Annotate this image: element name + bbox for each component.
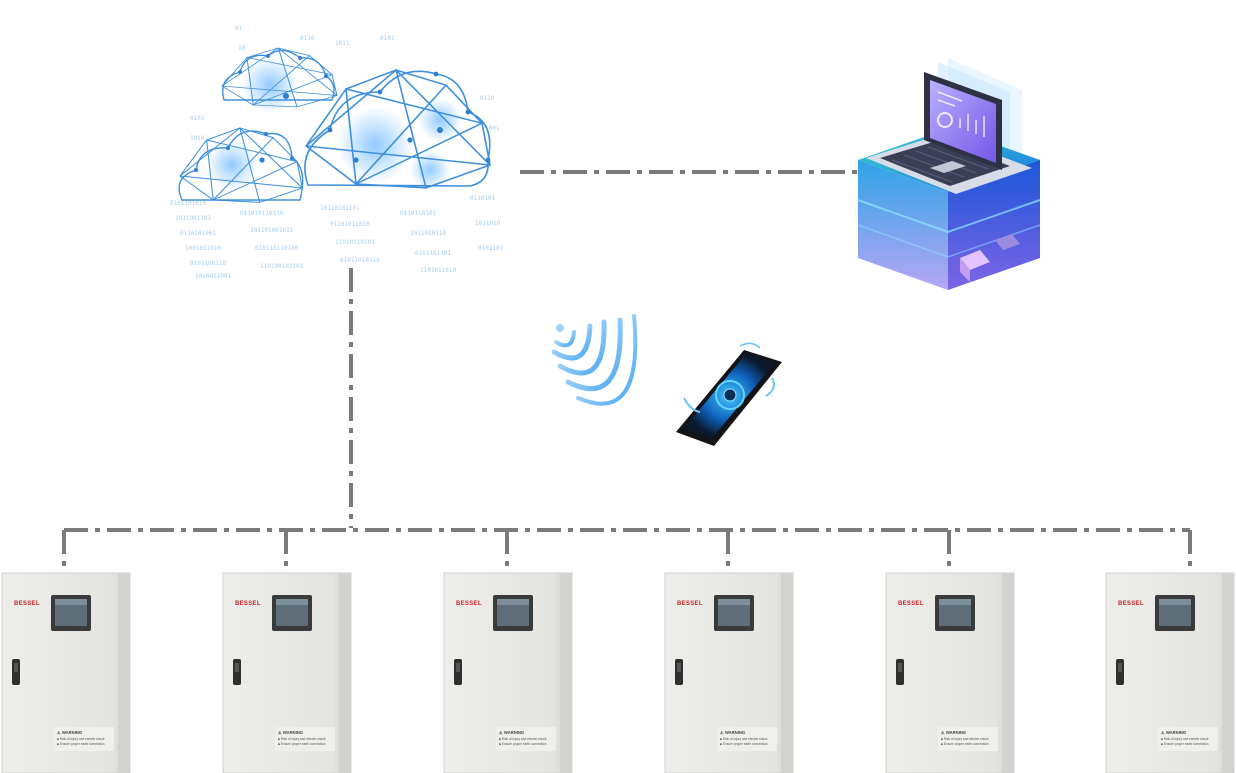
laptop-server-icon (857, 58, 1041, 290)
svg-text:10: 10 (238, 45, 246, 52)
control-cabinet-icon: BESSEL ⚠ WARNING ■ Risk of injury and elec… (664, 572, 794, 773)
svg-text:1011010110: 1011010110 (410, 230, 447, 237)
cabinet-warning-note: ■ Ensure proper earth connection (720, 742, 768, 746)
cabinet-row: BESSEL ⚠ WARNING ■ Risk of injury and elec… (1, 572, 1235, 773)
svg-text:0101: 0101 (190, 115, 205, 122)
svg-text:1011010: 1011010 (475, 220, 501, 227)
cabinet-warning-note: ■ Ensure proper earth connection (1161, 742, 1209, 746)
svg-text:0110: 0110 (480, 95, 495, 102)
svg-text:110100101101: 110100101101 (260, 263, 304, 270)
cabinet-warning-label: ⚠ WARNING (57, 730, 82, 735)
svg-text:010110110100: 010110110100 (255, 245, 299, 252)
cabinet-brand-label: BESSEL (1118, 601, 1144, 607)
cabinet-warning-note: ■ Risk of injury and electric shock (720, 737, 768, 741)
cabinet-warning-label: ⚠ WARNING (278, 730, 303, 735)
cabinet-warning-note: ■ Ensure proper earth connection (278, 742, 326, 746)
svg-text:1010011001: 1010011001 (195, 273, 232, 280)
svg-text:0101101101: 0101101101 (415, 250, 452, 257)
svg-text:1011001101: 1011001101 (175, 215, 212, 222)
cabinet-brand-label: BESSEL (235, 601, 261, 607)
mobile-terminal-icon (676, 342, 782, 446)
cloud-network-icon: 0101101010 1011001101 0110101001 1001011… (170, 25, 504, 280)
svg-text:1101011010: 1101011010 (420, 267, 457, 274)
svg-text:01: 01 (235, 25, 243, 32)
binary-rain: 0101101010 1011001101 0110101001 1001011… (170, 25, 504, 280)
svg-text:01101011010: 01101011010 (330, 221, 370, 228)
cabinet-warning-note: ■ Risk of injury and electric shock (499, 737, 547, 741)
svg-text:1011: 1011 (335, 40, 350, 47)
cabinet-brand-label: BESSEL (898, 601, 924, 607)
svg-text:11010110101: 11010110101 (335, 239, 375, 246)
control-cabinet-icon: BESSEL ⚠ WARNING ■ Risk of injury and elec… (1, 572, 131, 773)
cabinet-warning-label: ⚠ WARNING (1161, 730, 1186, 735)
svg-text:0101: 0101 (380, 35, 395, 42)
cabinet-warning-label: ⚠ WARNING (499, 730, 524, 735)
cabinet-warning-note: ■ Risk of injury and electric shock (57, 737, 105, 741)
control-cabinet-icon: BESSEL ⚠ WARNING ■ Risk of injury and elec… (1105, 572, 1235, 773)
svg-text:0101101010: 0101101010 (170, 200, 207, 207)
svg-text:101101001011: 101101001011 (250, 227, 294, 234)
svg-text:011010110110: 011010110110 (240, 210, 284, 217)
cabinet-warning-note: ■ Risk of injury and electric shock (1161, 737, 1209, 741)
cabinet-brand-label: BESSEL (456, 601, 482, 607)
cabinet-warning-note: ■ Risk of injury and electric shock (278, 737, 326, 741)
svg-text:1001: 1001 (485, 125, 500, 132)
control-cabinet-icon: BESSEL ⚠ WARNING ■ Risk of injury and elec… (222, 572, 352, 773)
wireless-signal-icon (551, 314, 638, 406)
cabinet-brand-label: BESSEL (677, 601, 703, 607)
svg-text:1010: 1010 (190, 135, 205, 142)
cabinet-warning-label: ⚠ WARNING (941, 730, 966, 735)
svg-text:0110101: 0110101 (470, 195, 496, 202)
cabinet-warning-label: ⚠ WARNING (720, 730, 745, 735)
svg-text:0101101: 0101101 (478, 245, 504, 252)
svg-text:0110110101: 0110110101 (400, 210, 437, 217)
cabinet-brand-label: BESSEL (14, 601, 40, 607)
svg-text:10110101101: 10110101101 (320, 205, 360, 212)
cabinet-warning-note: ■ Risk of injury and electric shock (941, 737, 989, 741)
cabinet-warning-note: ■ Ensure proper earth connection (57, 742, 105, 746)
connector-lines (62, 170, 1192, 570)
svg-text:0101100110: 0101100110 (190, 260, 227, 267)
svg-text:1001011010: 1001011010 (185, 245, 222, 252)
svg-text:0110101001: 0110101001 (180, 230, 217, 237)
cabinet-warning-note: ■ Ensure proper earth connection (941, 742, 989, 746)
control-cabinet-icon: BESSEL ⚠ WARNING ■ Risk of injury and elec… (443, 572, 573, 773)
control-cabinet-icon: BESSEL ⚠ WARNING ■ Risk of injury and elec… (885, 572, 1015, 773)
cabinet-warning-note: ■ Ensure proper earth connection (499, 742, 547, 746)
svg-text:0110: 0110 (300, 35, 315, 42)
svg-text:01011010110: 01011010110 (340, 257, 380, 264)
